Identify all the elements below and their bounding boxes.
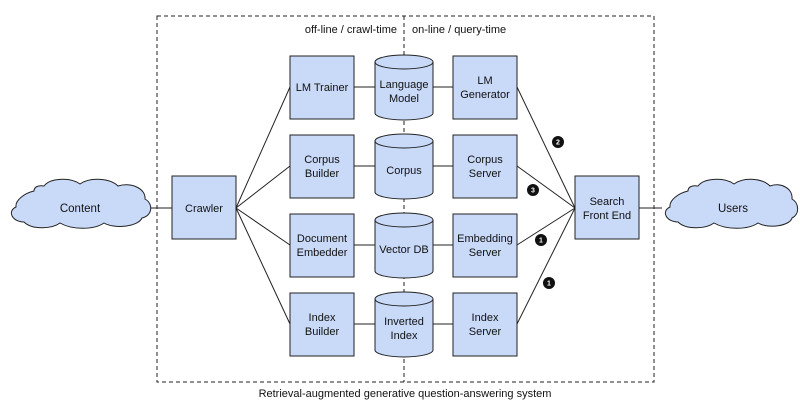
content-cloud: Content (10, 178, 152, 229)
edge-embedding-server-search (516, 207, 576, 246)
corpus-server-box: Corpus Server (452, 134, 518, 199)
index-builder-label-line2: Builder (305, 326, 340, 338)
index-server-label-line2: Server (469, 326, 502, 338)
users-cloud: Users (664, 178, 799, 229)
edge-lm-generator-search (516, 86, 576, 209)
badge-lm-generator-number: 2 (556, 140, 560, 147)
online-region-label: on-line / query-time (412, 24, 506, 36)
system-boundary (156, 15, 655, 383)
language-model-cylinder: Language Model (374, 54, 434, 121)
document-embedder-label-line2: Embedder (297, 247, 348, 259)
badge-lm-generator: 2 (552, 136, 564, 148)
document-embedder-box: Document Embedder (289, 213, 355, 278)
language-model-label-line2: Model (389, 93, 419, 105)
crawler-box: Crawler (171, 175, 237, 240)
badge-index-server: 1 (543, 277, 555, 289)
vector-db-label: Vector DB (379, 244, 429, 256)
lm-trainer-label: LM Trainer (296, 82, 349, 94)
index-builder-label-line1: Index (309, 312, 336, 324)
lm-generator-label-line1: LM (477, 75, 492, 87)
inverted-index-cylinder: Inverted Index (374, 291, 434, 358)
inverted-index-label-line2: Index (391, 330, 418, 342)
search-front-end-label-line1: Search (590, 196, 625, 208)
corpus-server-label-line1: Corpus (467, 154, 503, 166)
content-label: Content (60, 203, 101, 215)
index-builder-box: Index Builder (289, 292, 355, 357)
lm-generator-box: LM Generator (452, 55, 518, 120)
diagram-caption: Retrieval-augmented generative question-… (259, 388, 552, 400)
edge-corpus-server-search (516, 165, 576, 209)
language-model-label-line1: Language (380, 79, 429, 91)
badge-corpus-server-number: 3 (531, 188, 535, 195)
connectors (150, 86, 662, 325)
offline-region-label: off-line / crawl-time (305, 24, 397, 36)
corpus-server-label-line2: Server (469, 168, 502, 180)
search-front-end-box: Search Front End (574, 175, 640, 240)
embedding-server-label-line2: Server (469, 247, 502, 259)
lm-trainer-box: LM Trainer (289, 55, 355, 120)
edge-crawler-lm-trainer (235, 86, 291, 209)
corpus-builder-label-line1: Corpus (304, 154, 340, 166)
index-server-label-line1: Index (472, 312, 499, 324)
badge-index-server-number: 1 (547, 281, 551, 288)
index-server-box: Index Server (452, 292, 518, 357)
search-front-end-label-line2: Front End (583, 210, 631, 222)
corpus-builder-label-line2: Builder (305, 168, 340, 180)
vector-db-cylinder: Vector DB (374, 212, 434, 279)
corpus-label: Corpus (386, 165, 422, 177)
badge-embedding-server-number: 1 (539, 238, 543, 245)
badge-embedding-server: 1 (535, 234, 547, 246)
embedding-server-box: Embedding Server (452, 213, 518, 278)
users-label: Users (718, 203, 748, 215)
inverted-index-label-line1: Inverted (384, 316, 424, 328)
lm-generator-label-line2: Generator (460, 89, 510, 101)
corpus-cylinder: Corpus (374, 133, 434, 200)
edge-crawler-corpus-builder (235, 165, 291, 209)
embedding-server-label-line1: Embedding (457, 233, 513, 245)
edge-crawler-document-embedder (235, 207, 291, 246)
document-embedder-label-line1: Document (297, 233, 347, 245)
crawler-label: Crawler (185, 203, 223, 215)
edge-index-server-search (516, 207, 576, 325)
corpus-builder-box: Corpus Builder (289, 134, 355, 199)
badge-corpus-server: 3 (527, 184, 539, 196)
edge-crawler-index-builder (235, 207, 291, 325)
